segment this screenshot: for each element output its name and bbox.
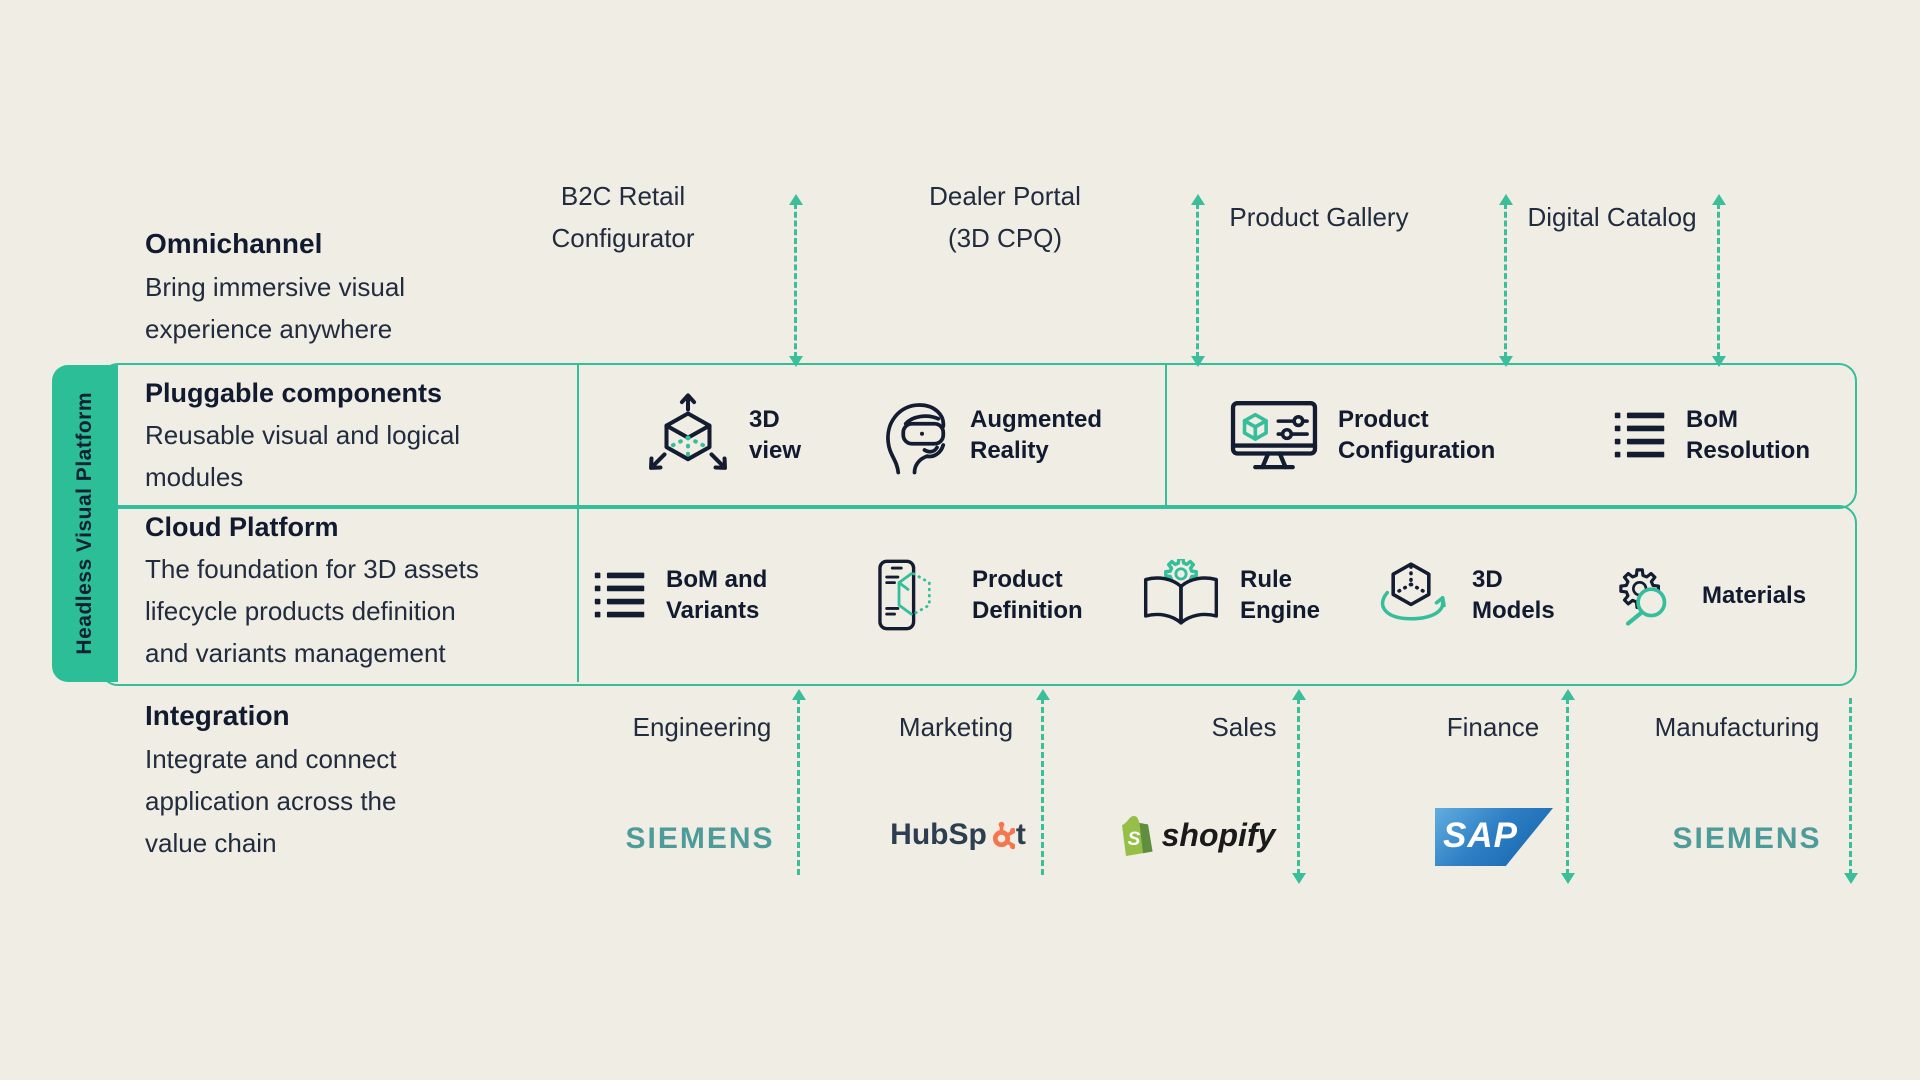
shopify-logo-text: shopify xyxy=(1161,816,1276,853)
product-configuration-icon xyxy=(1230,400,1318,469)
integration-description: Integrate and connect application across… xyxy=(145,744,397,858)
bom-list-icon xyxy=(594,572,645,618)
shopify-logo: S shopify xyxy=(1055,812,1335,858)
department-label-finance: Finance xyxy=(1446,712,1540,742)
augmented-reality-icon xyxy=(886,403,946,475)
department-label-sales: Sales xyxy=(1211,712,1277,742)
channel-arrow xyxy=(1499,194,1513,367)
hubspot-logo: HubSp t xyxy=(818,818,1098,852)
pluggable-item-product-configuration: Product Configuration xyxy=(1228,385,1495,485)
pluggable-item-3d-view: 3D view xyxy=(645,385,801,485)
platform-tab-label: Headless Visual Platform xyxy=(73,392,96,655)
channel-arrow xyxy=(1712,194,1726,367)
hubspot-logo-text-suffix: t xyxy=(1015,818,1026,851)
channel-label-product-gallery: Product Gallery xyxy=(1229,202,1409,232)
hubspot-logo-text-prefix: HubSp xyxy=(890,818,987,851)
channel-label-dealer-portal: Dealer Portal (3D CPQ) xyxy=(929,181,1081,253)
product-definition-icon xyxy=(878,559,931,631)
cloud-platform-description: The foundation for 3D assets lifecycle p… xyxy=(145,554,479,668)
integration-arrow xyxy=(792,689,806,875)
cloud-item-label: BoM and Variants xyxy=(666,566,768,624)
sap-logo-text: SAP xyxy=(1443,816,1518,855)
bom-list-icon xyxy=(1614,412,1665,458)
cloud-item-label: Product Definition xyxy=(972,566,1083,624)
siemens-logo: SIEMENS xyxy=(625,822,775,855)
pluggable-item-label: Augmented Reality xyxy=(970,406,1102,464)
platform-divider-vertical xyxy=(577,363,579,682)
pluggable-components-title: Pluggable components xyxy=(145,378,443,408)
cloud-item-3d-models: 3D Models xyxy=(1368,545,1555,645)
integration-title: Integration xyxy=(145,700,290,731)
cloud-item-label: Rule Engine xyxy=(1240,566,1321,624)
channel-label-digital-catalog: Digital Catalog xyxy=(1527,202,1697,232)
sap-logo: SAP xyxy=(1435,808,1553,866)
materials-icon xyxy=(1619,568,1667,626)
integration-arrow xyxy=(1036,689,1050,875)
pluggable-item-label: BoM Resolution xyxy=(1686,406,1810,464)
pluggable-item-augmented-reality: Augmented Reality xyxy=(872,385,1102,485)
integration-arrow xyxy=(1561,689,1575,884)
department-label-manufacturing: Manufacturing xyxy=(1654,712,1820,742)
channel-arrow xyxy=(789,194,803,367)
cloud-platform-title: Cloud Platform xyxy=(145,512,339,542)
pluggable-item-bom-resolution: BoM Resolution xyxy=(1612,385,1810,485)
shopify-bag-icon: S xyxy=(1121,816,1153,856)
cloud-item-materials: Materials xyxy=(1608,545,1806,645)
cloud-item-label: Materials xyxy=(1702,581,1807,609)
department-label-engineering: Engineering xyxy=(632,712,772,742)
cloud-item-label: 3D Models xyxy=(1472,566,1555,624)
siemens-logo: SIEMENS xyxy=(1672,822,1822,855)
rule-engine-icon xyxy=(1143,558,1219,625)
omnichannel-title: Omnichannel xyxy=(145,228,323,259)
shopify-bag-letter: S xyxy=(1127,829,1140,850)
platform-tab: Headless Visual Platform xyxy=(52,365,118,682)
channel-arrow xyxy=(1191,194,1205,367)
integration-arrow xyxy=(1292,689,1306,884)
pluggable-item-label: 3D view xyxy=(749,406,802,464)
pluggable-components-description: Reusable visual and logical modules xyxy=(145,420,461,492)
integration-arrow xyxy=(1844,698,1858,884)
hubspot-sprocket-icon xyxy=(992,821,1015,850)
3d-models-icon xyxy=(1380,562,1446,621)
channel-label-b2c-retail-configurator: B2C Retail Configurator xyxy=(551,181,695,253)
cloud-item-product-definition: Product Definition xyxy=(862,545,1083,645)
department-label-marketing: Marketing xyxy=(898,712,1014,742)
cloud-item-rule-engine: Rule Engine xyxy=(1140,545,1320,645)
3d-view-icon xyxy=(649,393,727,470)
omnichannel-description: Bring immersive visual experience anywhe… xyxy=(145,272,406,344)
pluggable-item-label: Product Configuration xyxy=(1338,406,1496,464)
cloud-item-bom-and-variants: BoM and Variants xyxy=(592,545,767,645)
pluggable-row-divider xyxy=(1165,363,1167,505)
